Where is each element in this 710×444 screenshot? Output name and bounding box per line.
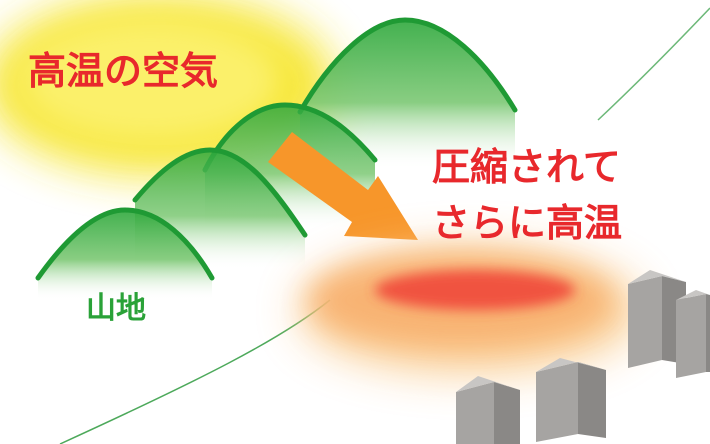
- heat-zone: [300, 248, 640, 372]
- city-buildings: [456, 270, 710, 444]
- mountain-ridge: [35, 207, 215, 300]
- compressed-label-line1: 圧縮されて: [432, 145, 621, 189]
- mountain-ridge: [297, 17, 518, 170]
- descending-arrow: [268, 132, 418, 240]
- building: [676, 290, 710, 378]
- hot-air-label: 高温の空気: [28, 49, 219, 93]
- building: [536, 358, 606, 442]
- mountains-label: 山地: [86, 291, 146, 326]
- background-contour-line: [597, 7, 710, 121]
- building: [456, 376, 520, 444]
- compressed-label-line2: さらに高温: [432, 201, 623, 245]
